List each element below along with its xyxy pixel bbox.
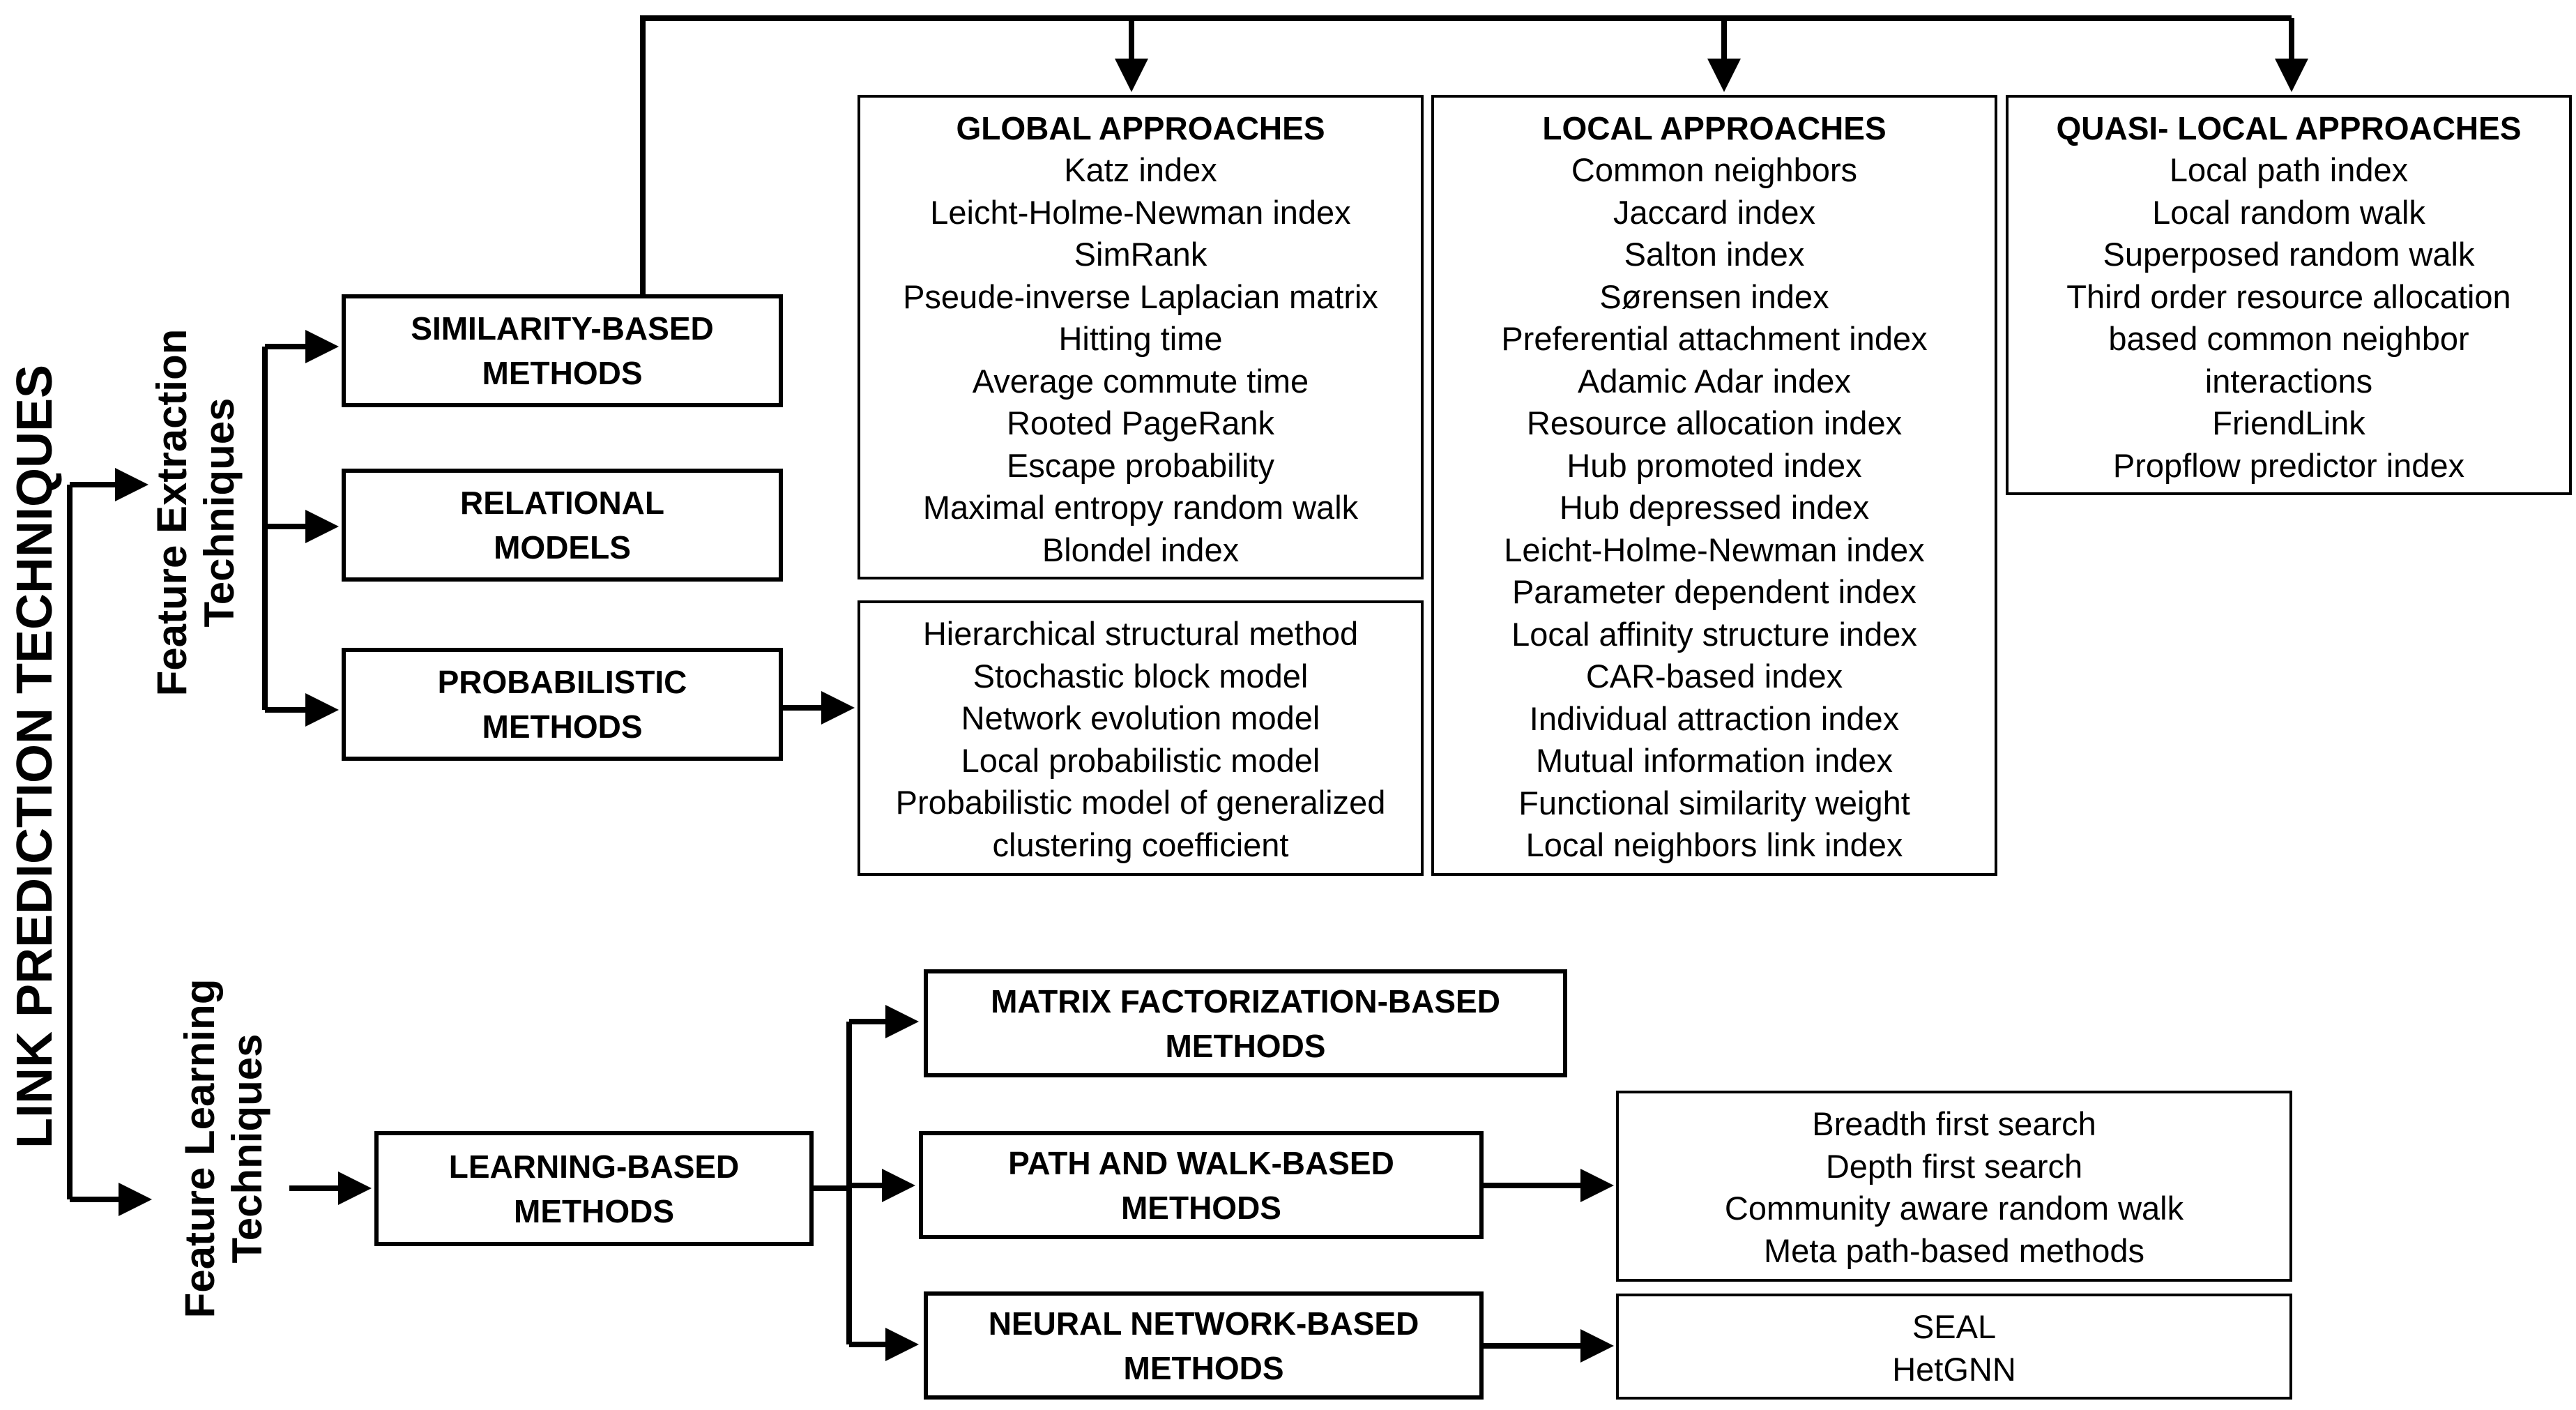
list-item: Network evolution model	[961, 699, 1320, 736]
probabilistic-list-box: Hierarchical structural method Stochasti…	[858, 600, 1424, 876]
probabilistic-methods-label: PROBABILISTIC METHODS	[437, 664, 687, 745]
list-item: FriendLink	[2212, 404, 2365, 441]
similarity-methods-box: SIMILARITY-BASED METHODS	[342, 294, 783, 407]
local-approaches-box: LOCAL APPROACHES Common neighbors Jaccar…	[1431, 95, 1997, 876]
list-item: Local random walk	[2152, 193, 2425, 231]
list-item: based common neighbor	[2108, 320, 2469, 357]
global-approaches-box: GLOBAL APPROACHES Katz index Leicht-Holm…	[858, 95, 1424, 579]
diagram-title: LINK PREDICTION TECHNIQUES	[7, 364, 63, 1149]
matrix-factorization-box: MATRIX FACTORIZATION-BASED METHODS	[924, 969, 1567, 1077]
list-item: Sørensen index	[1599, 278, 1829, 315]
list-item: Meta path-based methods	[1763, 1231, 2145, 1269]
quasi-local-approaches-box: QUASI- LOCAL APPROACHES Local path index…	[2006, 95, 2572, 495]
list-item: Hub depressed index	[1559, 489, 1870, 526]
matrix-factorization-label: MATRIX FACTORIZATION-BASED METHODS	[991, 983, 1500, 1064]
feature-extraction-label: Feature Extraction Techniques	[148, 328, 243, 697]
list-item: Katz index	[1064, 151, 1217, 188]
list-item: Third order resource allocation	[2066, 278, 2511, 315]
list-item: Rooted PageRank	[1006, 404, 1275, 441]
list-item: interactions	[2204, 362, 2373, 400]
local-approaches-title: LOCAL APPROACHES	[1542, 110, 1887, 146]
learning-methods-label: LEARNING-BASED METHODS	[448, 1148, 740, 1229]
similarity-methods-label: SIMILARITY-BASED METHODS	[411, 310, 714, 391]
list-item: Parameter dependent index	[1511, 573, 1917, 610]
global-approaches-title: GLOBAL APPROACHES	[956, 110, 1325, 146]
neural-network-methods-box: NEURAL NETWORK-BASED METHODS	[924, 1291, 1484, 1400]
list-item: Functional similarity weight	[1518, 784, 1910, 821]
probabilistic-methods-box: PROBABILISTIC METHODS	[342, 648, 783, 761]
list-item: Local probabilistic model	[961, 741, 1320, 779]
list-item: Average commute time	[972, 362, 1309, 400]
list-item: Stochastic block model	[973, 657, 1309, 695]
list-item: Hub promoted index	[1567, 446, 1862, 484]
list-item: Pseude-inverse Laplacian matrix	[903, 278, 1378, 315]
path-walk-methods-label: PATH AND WALK-BASED METHODS	[1008, 1144, 1394, 1226]
list-item: Depth first search	[1825, 1147, 2083, 1185]
feature-learning-label: Feature Learning Techniques	[176, 978, 270, 1319]
list-item: Probabilistic model of generalized	[895, 784, 1386, 821]
relational-models-label: RELATIONAL MODELS	[459, 485, 664, 566]
list-item: Mutual information index	[1535, 742, 1893, 779]
list-item: Leicht-Holme-Newman index	[1504, 531, 1925, 568]
list-item: SimRank	[1074, 236, 1207, 273]
probabilistic-list: Hierarchical structural method Stochasti…	[896, 613, 1386, 866]
path-walk-list: Breadth first search Depth first search …	[1725, 1103, 2183, 1272]
quasi-local-approaches-title: QUASI- LOCAL APPROACHES	[2056, 110, 2522, 146]
path-walk-list-box: Breadth first search Depth first search …	[1616, 1091, 2292, 1282]
list-item: Community aware random walk	[1724, 1190, 2184, 1227]
learning-methods-box: LEARNING-BASED METHODS	[374, 1131, 814, 1246]
relational-models-box: RELATIONAL MODELS	[342, 469, 783, 582]
list-item: Local affinity structure index	[1511, 615, 1917, 653]
list-item: Salton index	[1624, 236, 1805, 273]
similarity-top-connector	[640, 15, 2292, 298]
list-item: Local path index	[2169, 151, 2409, 188]
list-item: clustering coefficient	[992, 826, 1289, 863]
list-item: Preferential attachment index	[1501, 320, 1928, 357]
neural-list: SEAL HetGNN	[1892, 1306, 2016, 1390]
list-item: Jaccard index	[1613, 193, 1815, 231]
list-item: Adamic Adar index	[1578, 362, 1851, 400]
list-item: Common neighbors	[1571, 151, 1858, 188]
list-item: Leicht-Holme-Newman index	[930, 193, 1351, 231]
list-item: CAR-based index	[1585, 658, 1843, 695]
list-item: Escape probability	[1006, 446, 1275, 484]
list-item: Propflow predictor index	[2112, 446, 2465, 484]
quasi-local-approaches-list: Local path index Local random walk Super…	[2066, 149, 2510, 487]
list-item: Resource allocation index	[1526, 404, 1903, 441]
path-walk-methods-box: PATH AND WALK-BASED METHODS	[919, 1131, 1484, 1239]
list-item: Hitting time	[1058, 320, 1223, 357]
list-item: Individual attraction index	[1529, 699, 1900, 737]
neural-network-methods-label: NEURAL NETWORK-BASED METHODS	[988, 1305, 1419, 1386]
list-item: HetGNN	[1892, 1350, 2016, 1388]
local-approaches-list: Common neighbors Jaccard index Salton in…	[1501, 149, 1927, 867]
list-item: Blondel index	[1042, 531, 1240, 568]
list-item: Maximal entropy random walk	[922, 489, 1359, 526]
list-item: Local neighbors link index	[1525, 826, 1903, 863]
global-approaches-list: Katz index Leicht-Holme-Newman index Sim…	[903, 149, 1378, 571]
list-item: Breadth first search	[1812, 1105, 2096, 1142]
list-item: Hierarchical structural method	[922, 615, 1359, 652]
neural-list-box: SEAL HetGNN	[1616, 1294, 2292, 1400]
list-item: SEAL	[1912, 1308, 1997, 1345]
list-item: Superposed random walk	[2103, 236, 2475, 273]
